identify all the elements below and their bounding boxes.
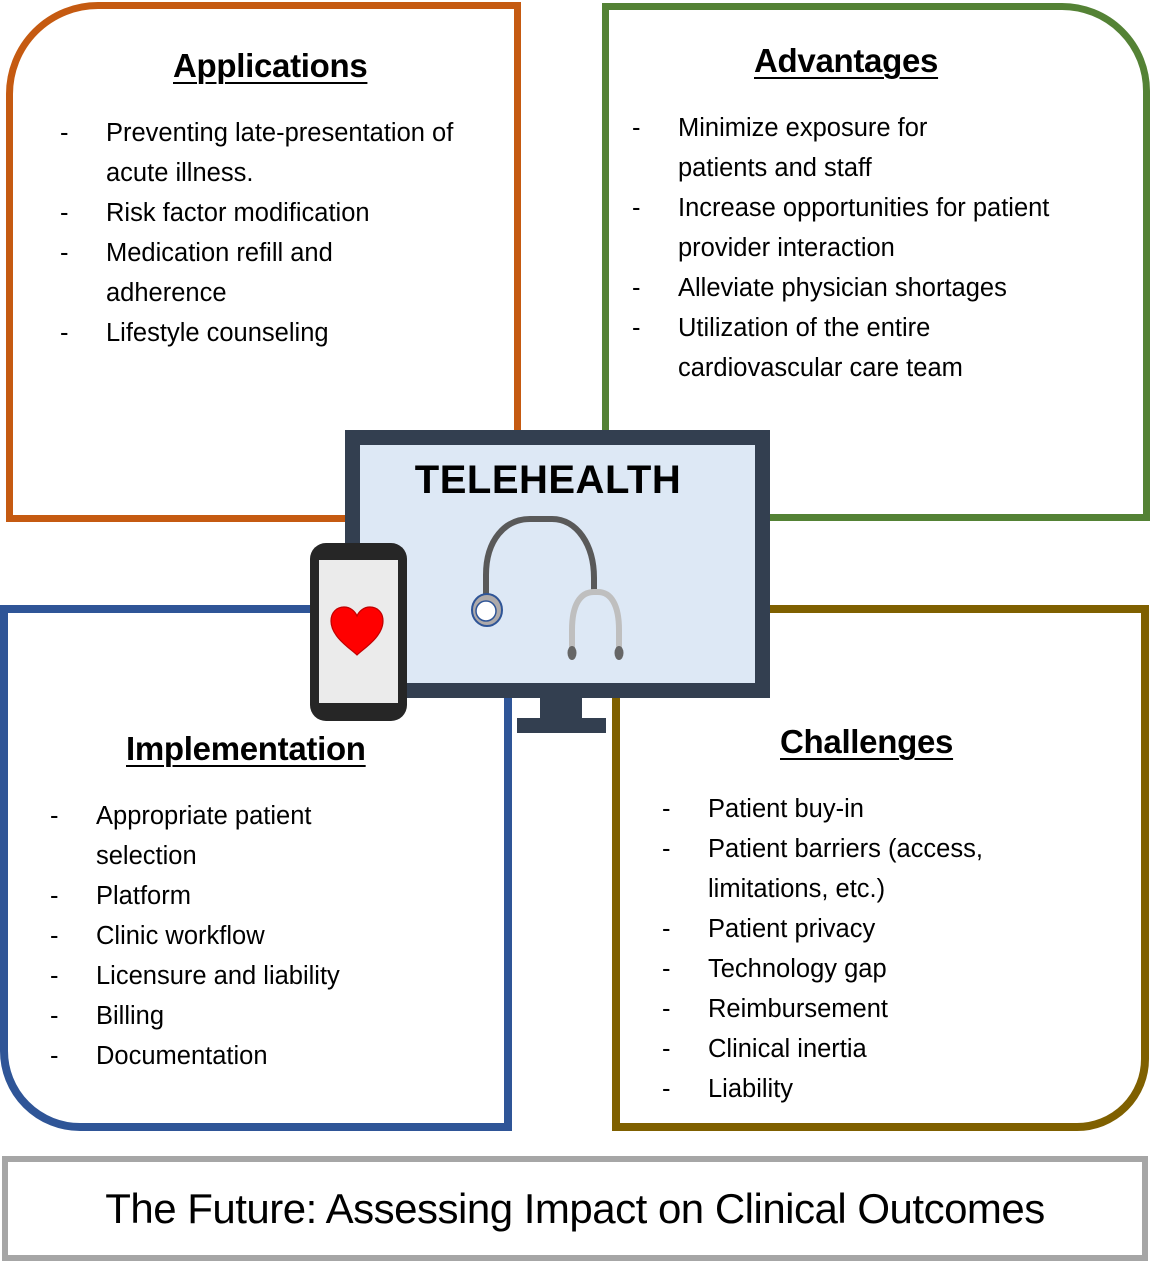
- applications-panel: [6, 2, 521, 522]
- stethoscope-earpiece-left: [567, 646, 577, 660]
- future-outcomes-banner: The Future: Assessing Impact on Clinical…: [2, 1156, 1148, 1261]
- list-item: -Technology gap: [662, 955, 887, 983]
- list-item: -Medication refill and adherence: [60, 239, 333, 307]
- list-item: -Lifestyle counseling: [60, 319, 329, 347]
- challenges-heading: Challenges: [780, 723, 954, 760]
- challenges-list: -Patient buy-in -Patient barriers (acces…: [662, 789, 1102, 1109]
- advantages-heading: Advantages: [754, 42, 939, 79]
- list-item: -Appropriate patient selection: [50, 802, 312, 870]
- monitor-screen: [360, 445, 755, 683]
- implementation-heading: Implementation: [126, 730, 366, 767]
- monitor-stand-base: [517, 718, 606, 733]
- implementation-list: -Appropriate patient selection -Platform…: [50, 796, 490, 1076]
- monitor-stand-neck: [540, 697, 582, 719]
- list-item: -Clinical inertia: [662, 1035, 867, 1063]
- list-item: -Increase opportunities for patient prov…: [632, 194, 1050, 262]
- applications-heading: Applications: [173, 47, 368, 84]
- list-item: -Minimize exposure for patients and staf…: [632, 114, 928, 182]
- list-item: -Platform: [50, 882, 191, 910]
- list-item: -Documentation: [50, 1042, 268, 1070]
- list-item: -Liability: [662, 1075, 794, 1103]
- heart-icon: [330, 606, 384, 656]
- list-item: -Utilization of the entire cardiovascula…: [632, 314, 963, 382]
- list-item: -Patient barriers (access, limitations, …: [662, 835, 983, 903]
- stethoscope-earpiece-right: [614, 646, 624, 660]
- list-item: -Patient privacy: [662, 915, 876, 943]
- applications-list: -Preventing late-presentation of acute i…: [60, 113, 505, 353]
- list-item: -Patient buy-in: [662, 795, 864, 823]
- stethoscope-diaphragm: [475, 600, 497, 622]
- list-item: -Clinic workflow: [50, 922, 265, 950]
- advantages-list: -Minimize exposure for patients and staf…: [632, 108, 1082, 388]
- telehealth-title: TELEHEALTH: [414, 458, 682, 502]
- list-item: -Licensure and liability: [50, 962, 340, 990]
- list-item: -Alleviate physician shortages: [632, 274, 1007, 302]
- list-item: -Preventing late-presentation of acute i…: [60, 119, 454, 187]
- stethoscope-tube: [483, 516, 597, 597]
- list-item: -Risk factor modification: [60, 199, 370, 227]
- list-item: -Billing: [50, 1002, 165, 1030]
- footer-text: The Future: Assessing Impact on Clinical…: [105, 1184, 1045, 1232]
- list-item: -Reimbursement: [662, 995, 888, 1023]
- stethoscope-binaural: [569, 589, 622, 652]
